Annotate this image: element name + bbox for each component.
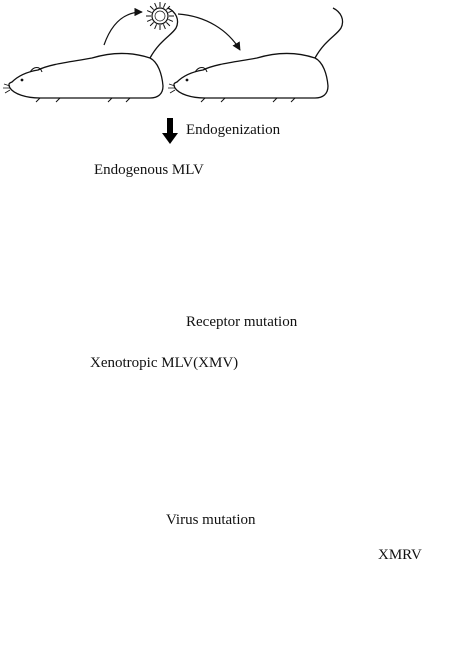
- infection-arrow-1a: [103, 7, 143, 46]
- step-label-receptor-mutation: Receptor mutation: [186, 314, 298, 330]
- virus-particle-1: [145, 1, 175, 31]
- section-label-xenotropic-mlv: Xenotropic MLV(XMV): [90, 355, 239, 371]
- row-1: [2, 1, 344, 103]
- section-label-endogenous-mlv: Endogenous MLV: [94, 162, 204, 178]
- step-label-endogenization: Endogenization: [186, 122, 281, 138]
- mouse-1b: [167, 7, 344, 103]
- infection-arrow-1b: [177, 13, 241, 51]
- step-arrow-1: [162, 118, 178, 144]
- xmrv-label: XMRV: [378, 547, 422, 563]
- step-label-virus-mutation: Virus mutation: [166, 512, 256, 528]
- mouse-1a: [2, 7, 179, 103]
